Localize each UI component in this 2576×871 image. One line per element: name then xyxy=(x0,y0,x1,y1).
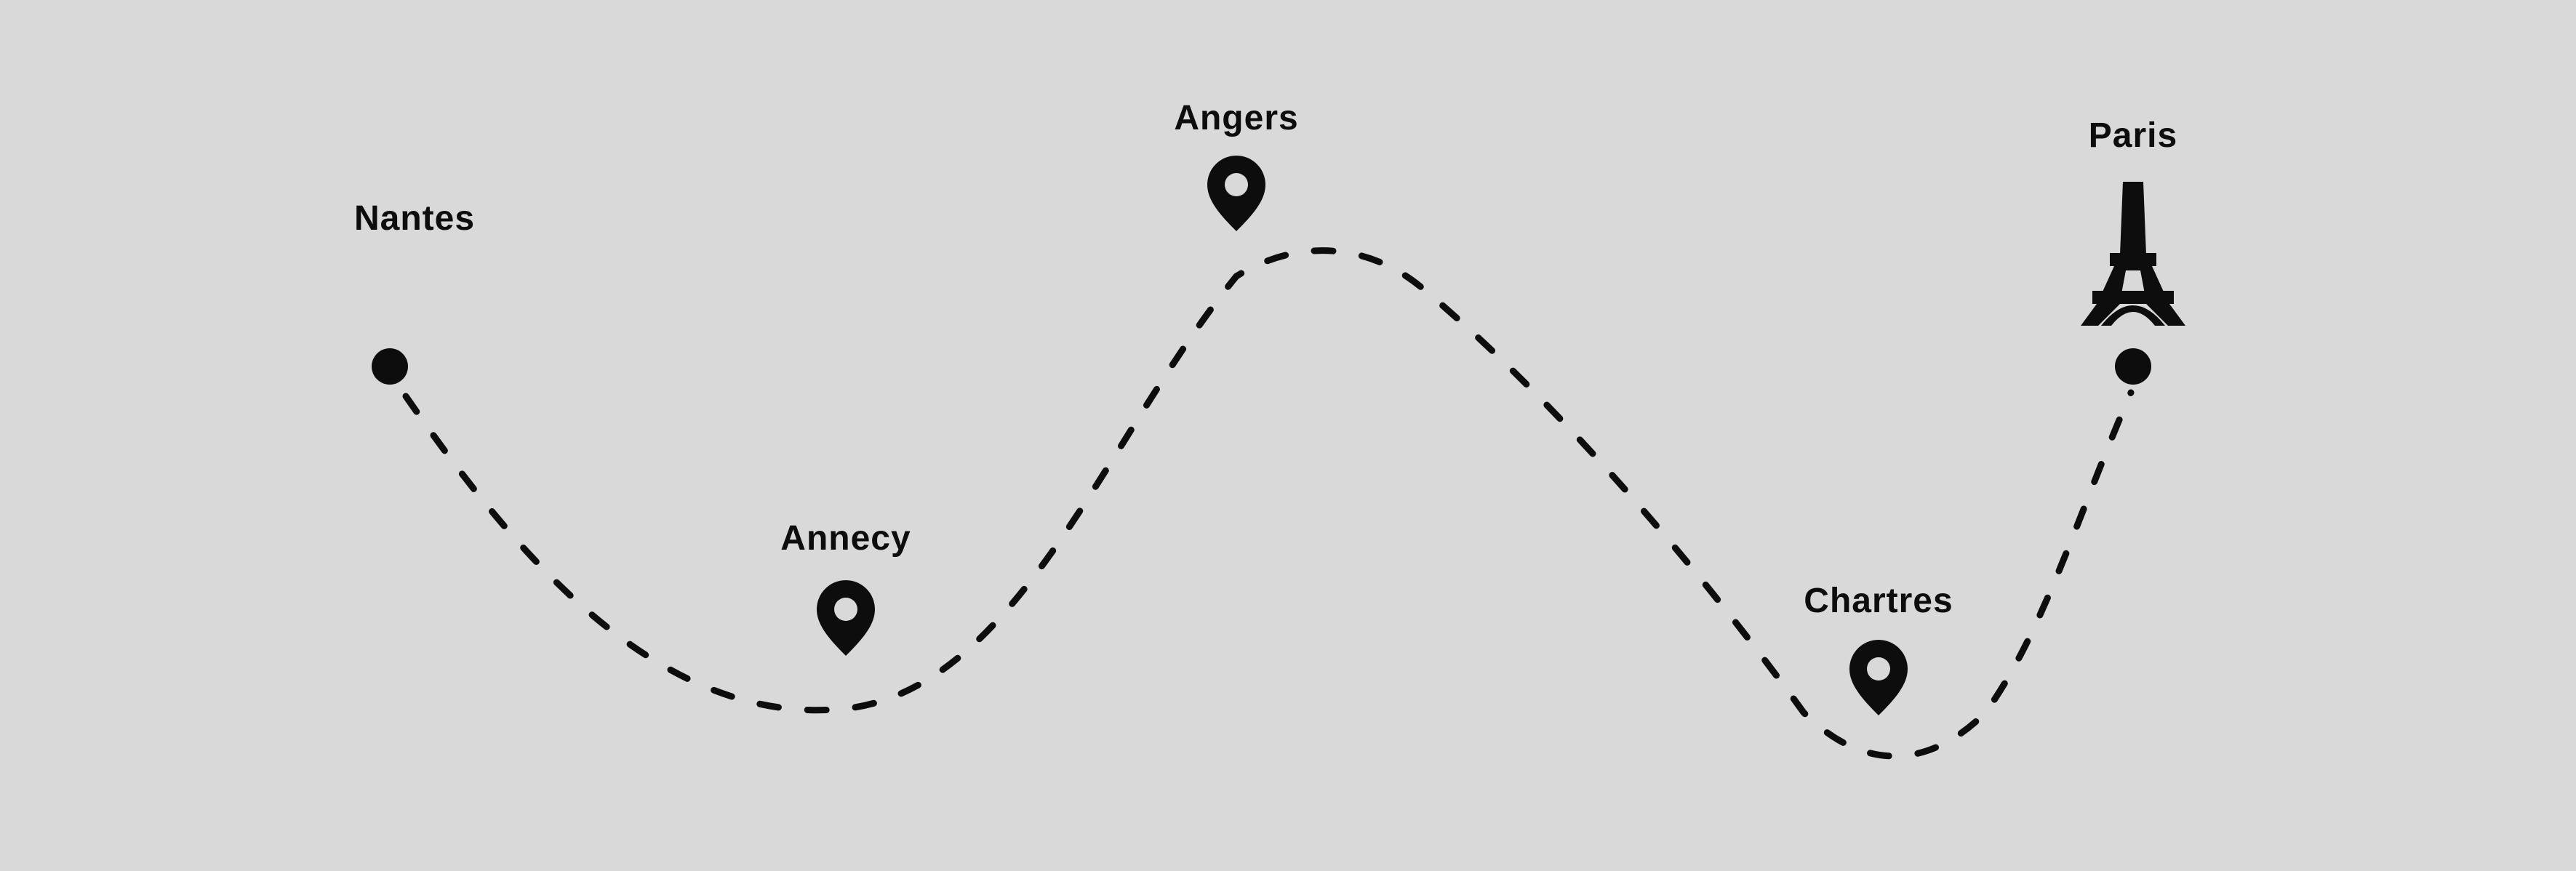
city-label-angers: Angers xyxy=(1174,99,1298,137)
city-label-annecy: Annecy xyxy=(780,519,911,558)
stop-paris: Paris xyxy=(2081,116,2185,385)
map-pin-icon xyxy=(817,580,875,656)
stop-angers: Angers xyxy=(1174,99,1298,231)
stop-chartres: Chartres xyxy=(1804,582,1953,715)
start-dot-marker xyxy=(372,348,408,385)
map-pin-icon xyxy=(1207,156,1265,231)
stop-annecy: Annecy xyxy=(780,519,911,656)
city-label-paris: Paris xyxy=(2089,116,2177,155)
stop-nantes: Nantes xyxy=(354,199,475,385)
city-label-chartres: Chartres xyxy=(1804,582,1953,620)
end-dot-marker xyxy=(2115,348,2151,385)
route-path xyxy=(402,247,2135,760)
map-pin-icon xyxy=(1849,640,1908,715)
city-label-nantes: Nantes xyxy=(354,199,475,238)
eiffel-tower-icon xyxy=(2081,182,2185,326)
